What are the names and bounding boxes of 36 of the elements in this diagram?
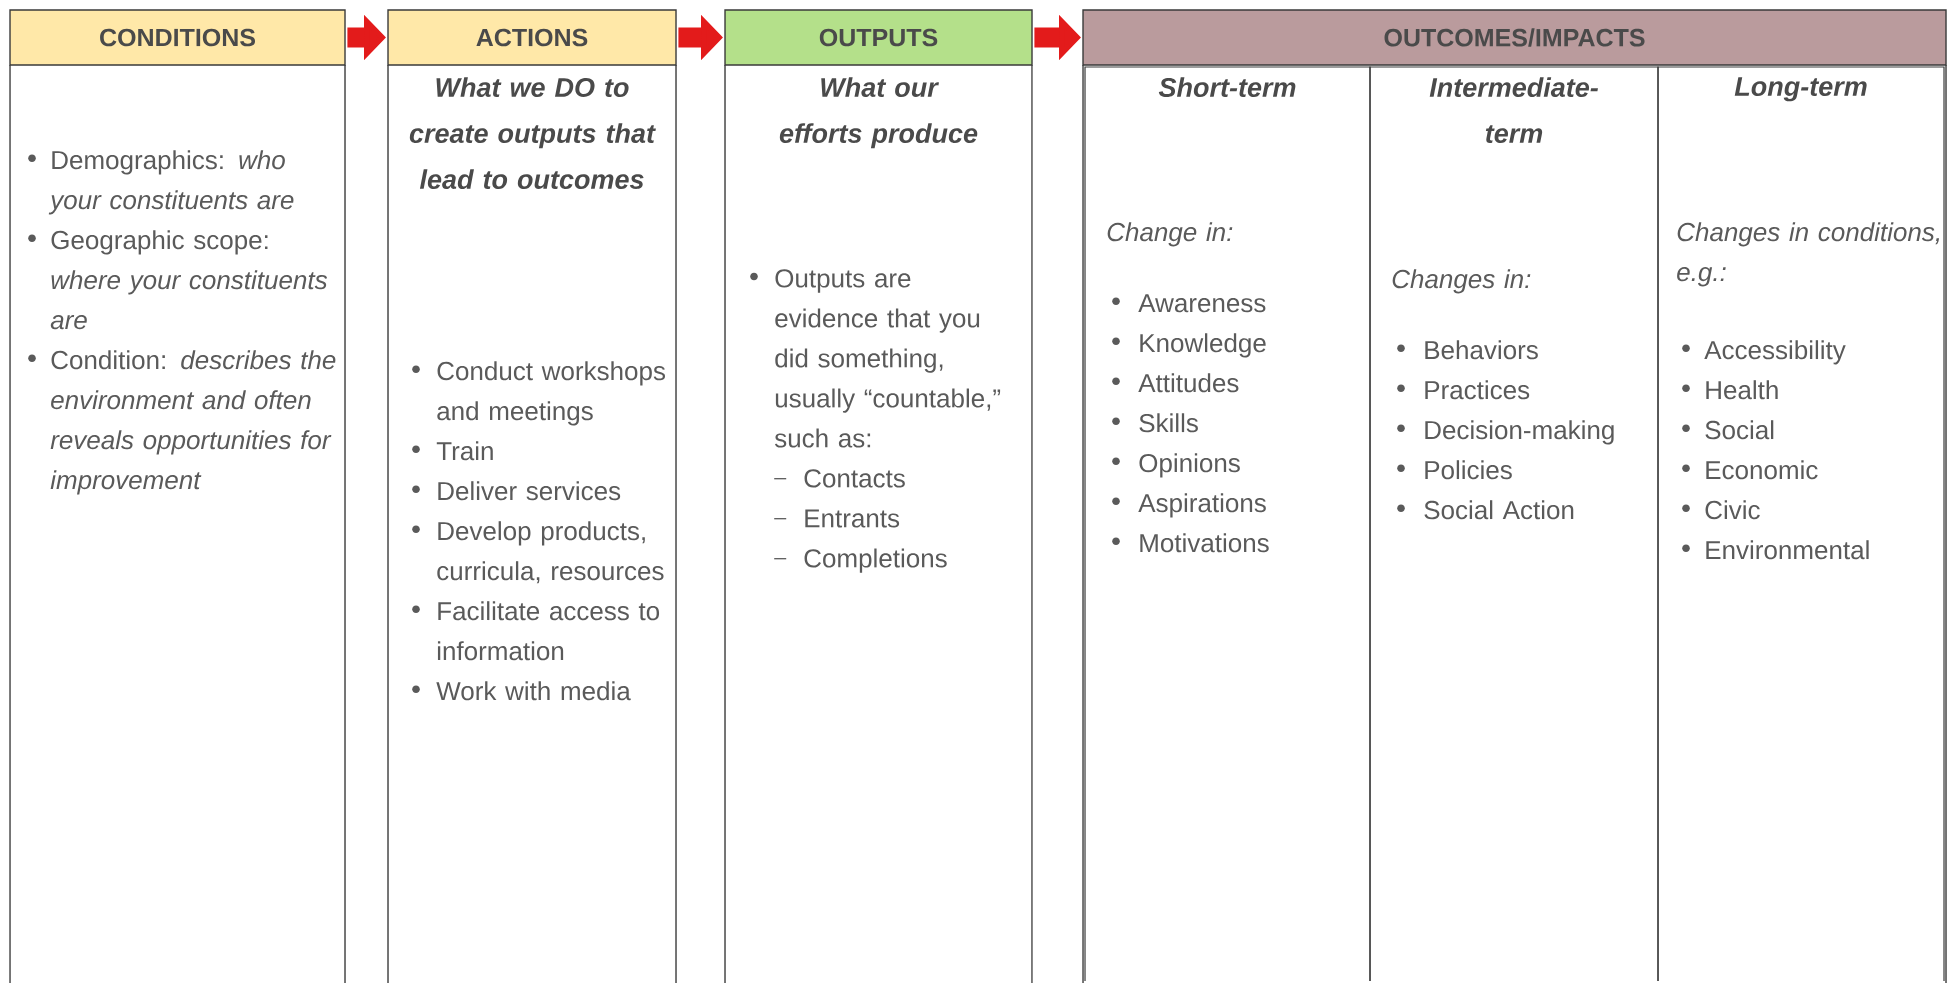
node-label: Awareness — [1138, 294, 1266, 313]
node-label: Accessibility — [1704, 340, 1846, 365]
node-label: Civic — [1705, 500, 1760, 520]
node-label: Environmental — [1706, 540, 1869, 560]
bullet-list: Behaviors Practices Decision-making Policies Social Action — [1397, 340, 1614, 520]
node-label: Policies — [1425, 460, 1512, 480]
bullet-list: Demographics: who your constituents are Geographic scope: where your constituents are Condition: describes the environment and often reveals opportunities for improvement — [28, 150, 336, 495]
node-label: Health — [1706, 380, 1778, 400]
bullet-list: Outputs are evidence that you did something, usually “countable,” such as: Contacts Entrants Completions — [750, 269, 1001, 573]
node-label: Economic — [1706, 460, 1818, 480]
node-label: Opinions — [1139, 453, 1240, 478]
node-label: Social Action — [1424, 500, 1574, 520]
bullet-list: Awareness Knowledge Attitudes Skills Opinions Aspirations Motivations — [1112, 294, 1269, 553]
column-heading: Short-term — [1158, 77, 1296, 98]
header-band: CONDITIONS — [9, 9, 346, 66]
node-label: Decision-making — [1425, 420, 1614, 445]
header-band: ACTIONS — [387, 9, 677, 66]
column-heading: What we DO to create outputs that lead to outcomes — [409, 77, 656, 190]
node-label: Skills — [1139, 413, 1198, 433]
node-label: Knowledge — [1140, 333, 1266, 358]
node-label: Social — [1705, 420, 1774, 440]
node-label: Motivations — [1140, 533, 1269, 553]
column-heading: What our efforts produce — [779, 77, 978, 149]
header-band: OUTCOMES/IMPACTS — [1082, 9, 1947, 66]
node-label: Attitudes — [1138, 373, 1239, 393]
intro-text: Changes in conditions, e.g.: — [1677, 222, 1940, 287]
bullet-list: Accessibility Health Social Economic Civic Environmental — [1682, 340, 1869, 560]
column-heading: Long-term — [1734, 77, 1867, 102]
node-label: Behaviors — [1425, 340, 1538, 360]
node-label: Practices — [1425, 380, 1530, 400]
bullet-list: Conduct workshops and meetings Train Deliver services Develop products, curricula, resources Facilitate access to information Work with media — [412, 361, 665, 701]
column-heading: Intermediate-term — [1429, 77, 1598, 144]
node-label: Aspirations — [1138, 493, 1266, 518]
intro-text: Change in: — [1107, 222, 1233, 247]
intro-text: Changes in: — [1392, 269, 1531, 294]
header-band: OUTPUTS — [724, 9, 1033, 66]
